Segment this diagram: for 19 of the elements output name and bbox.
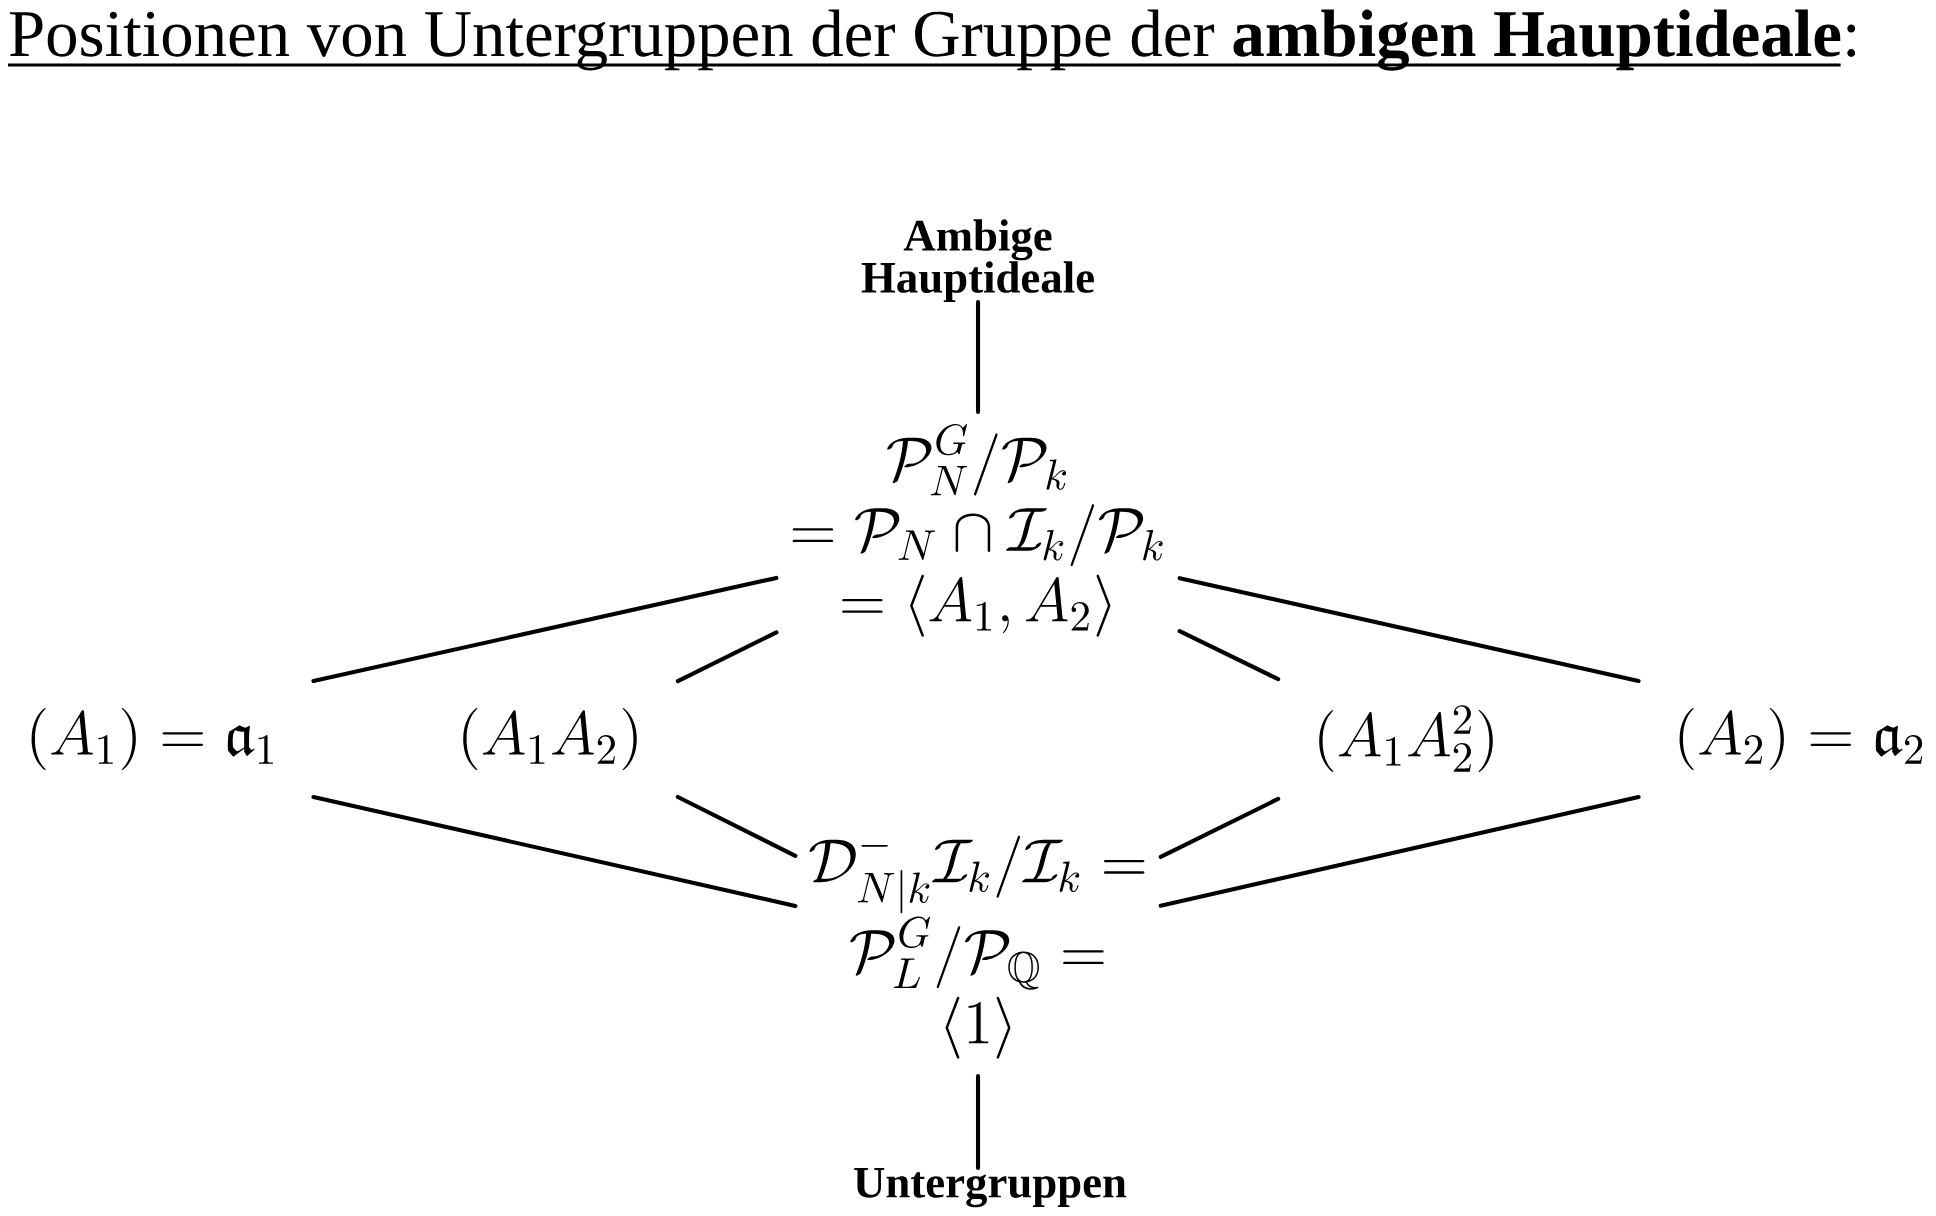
formula: $(A_1A_2)$ bbox=[463, 708, 637, 771]
title: Positionen von Untergruppen der Gruppe der ambigen Hauptideale: bbox=[8, 9, 1856, 71]
formula: $(A_2)=\mathfrak{a}_2$ bbox=[1679, 708, 1923, 771]
callout-label: Untergruppen bbox=[854, 1168, 1127, 1208]
lattice-line bbox=[675, 794, 798, 858]
lattice-line bbox=[311, 575, 779, 684]
lattice-line bbox=[1177, 576, 1641, 684]
lattice-line bbox=[1158, 794, 1641, 908]
lattice-line bbox=[1177, 629, 1281, 682]
formula: $\begin{gathered}\mathcal{D}_{N|k}^{-}\mathcal{I}_k/\mathcal{I}_k=\\\mathcal{P}_L^G/\mathcal{P}_{\mathbb{Q}}=\\\langle 1\rangle\end{gathered}$ bbox=[809, 835, 1145, 1059]
leader-line bbox=[975, 1073, 981, 1171]
callout-label: Ambige Hauptideale bbox=[861, 219, 1094, 302]
leader-line bbox=[975, 299, 981, 415]
formula: $\begin{gathered}\mathcal{P}_N^G/\mathcal{P}_k\\=\mathcal{P}_N\cap\mathcal{I}_k/\mathcal{P}_k\\=\langle A_1,A_2\rangle\end{gathered}$ bbox=[792, 423, 1163, 637]
lattice-line bbox=[311, 794, 798, 908]
lattice-line bbox=[675, 630, 779, 684]
formula: $(A_1A_2^2)$ bbox=[1319, 705, 1493, 772]
formula: $(A_1)=\mathfrak{a}_1$ bbox=[31, 708, 273, 771]
lattice-line bbox=[1158, 796, 1281, 859]
